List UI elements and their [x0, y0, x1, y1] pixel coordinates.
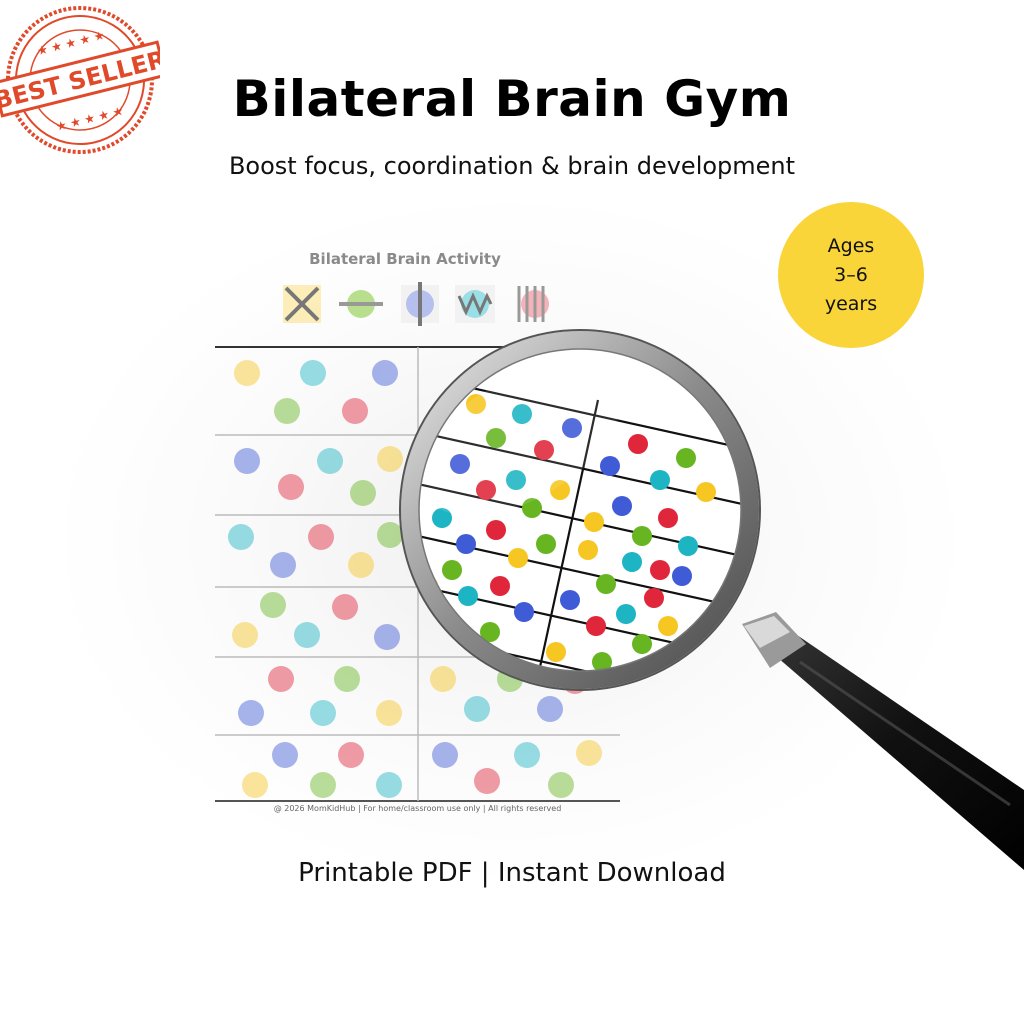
horizontal-stroke-icon	[339, 290, 383, 318]
worksheet-dot-grid	[215, 346, 620, 802]
page-title: Bilateral Brain Gym	[232, 70, 792, 128]
tally-stroke-icon	[517, 286, 549, 322]
age-badge-line1: Ages	[827, 234, 875, 257]
svg-text:★ ★ ★ ★ ★: ★ ★ ★ ★ ★	[36, 28, 106, 58]
best-seller-stamp: ★ ★ ★ ★ ★ ★ ★ ★ ★ ★ BEST SELLER	[0, 6, 160, 154]
age-badge-line3: years	[824, 292, 878, 315]
age-badge: Ages 3–6 years	[778, 202, 924, 348]
vertical-stroke-icon	[401, 282, 439, 326]
product-format-text: Printable PDF | Instant Download	[298, 858, 726, 888]
worksheet-title: Bilateral Brain Activity	[309, 250, 501, 268]
cross-stroke-icon	[283, 285, 321, 323]
age-badge-line2: 3–6	[834, 263, 868, 286]
page-subtitle: Boost focus, coordination & brain develo…	[228, 152, 796, 180]
worksheet-copyright: @ 2026 MomKidHub | For home/classroom us…	[273, 804, 562, 813]
worksheet-preview: Bilateral Brain Activity	[215, 240, 620, 820]
zigzag-stroke-icon	[455, 285, 495, 323]
stroke-type-icons	[283, 282, 549, 326]
